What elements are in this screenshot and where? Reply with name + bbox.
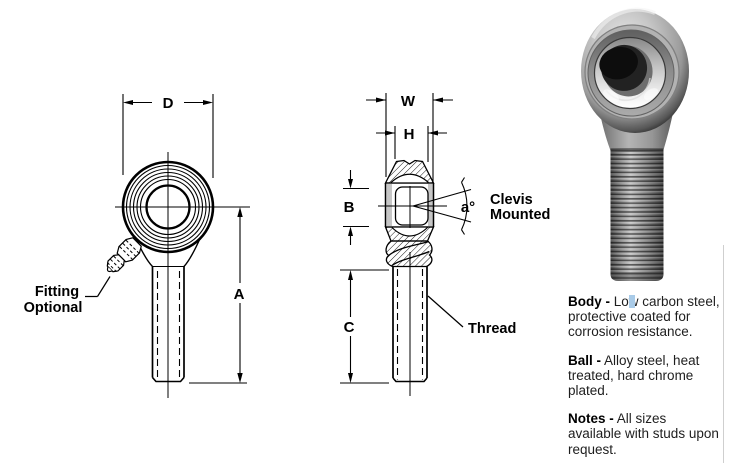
clevis-label-line2: Mounted [490, 207, 550, 223]
spec-ball-text: Alloy steel, heat treated, hard chrome p… [568, 352, 700, 399]
spec-body-text: Low carbon steel, protective coated for … [568, 294, 720, 340]
spec-notes: Body - Low carbon steel, protective coat… [568, 294, 721, 465]
dim-label-w: W [401, 93, 416, 110]
fitting-label-line2: Optional [24, 300, 83, 316]
spec-ball: Ball - Alloy steel, heat treated, hard c… [568, 353, 721, 399]
dim-label-h: H [404, 126, 415, 143]
spec-body-term: Body - [568, 294, 610, 309]
fitting-label-line1: Fitting [35, 284, 79, 300]
spec-body: Body - Low carbon steel, protective coat… [568, 294, 721, 340]
spec-notes-item: Notes - All sizes available with studs u… [568, 411, 721, 457]
clevis-label-line1: Clevis [490, 192, 533, 208]
text-cursor-artifact [629, 295, 635, 308]
product-photo [581, 7, 689, 281]
spec-ball-term: Ball - [568, 352, 602, 368]
dim-label-a: A [234, 286, 245, 303]
dim-label-b: B [344, 199, 355, 216]
front-view [85, 94, 250, 398]
spec-notes-term: Notes - [568, 411, 614, 427]
page-edge-artifact [723, 245, 724, 463]
spec-notes-text: All sizes available with studs upon requ… [568, 411, 719, 457]
dim-label-c: C [344, 319, 355, 336]
thread-label: Thread [468, 321, 516, 337]
dim-label-d: D [163, 95, 174, 112]
angle-label: a° [461, 199, 475, 216]
side-view [340, 93, 472, 396]
